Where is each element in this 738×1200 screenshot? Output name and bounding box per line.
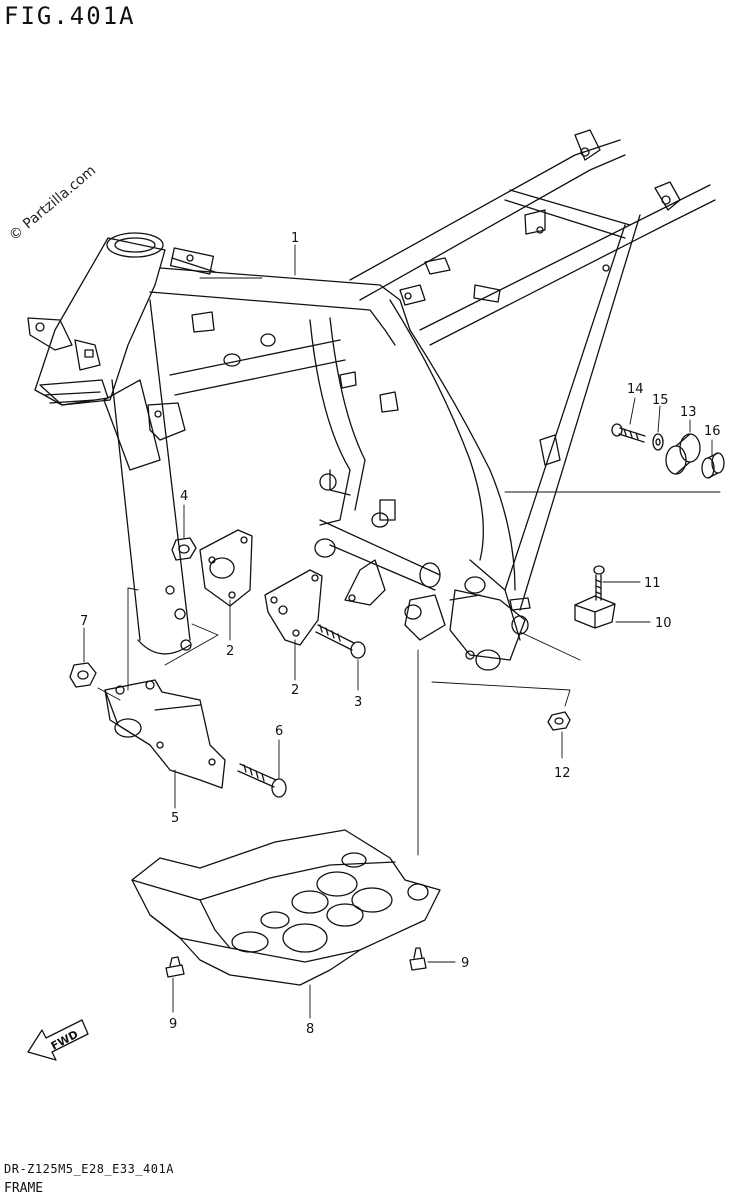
diagram-code: DR-Z125M5_E28_E33_401A (4, 1162, 174, 1176)
skid-plate-screw-left[interactable] (165, 956, 185, 978)
bracket-bolt[interactable] (237, 763, 287, 798)
mount-bolt[interactable] (315, 624, 366, 659)
callout-5[interactable]: 5 (171, 811, 179, 826)
callout-10[interactable]: 10 (655, 616, 672, 631)
callout-9b[interactable]: 9 (461, 956, 469, 971)
engine-mount-bracket-right[interactable] (264, 569, 323, 646)
bumper-bolt[interactable] (593, 565, 605, 601)
callout-16[interactable]: 16 (704, 424, 721, 439)
callout-2a[interactable]: 2 (226, 644, 234, 659)
callout-15[interactable]: 15 (652, 393, 669, 408)
engine-mount-bracket-left[interactable] (199, 529, 253, 607)
callout-2b[interactable]: 2 (291, 683, 299, 698)
collar[interactable] (701, 452, 725, 479)
callout-12[interactable]: 12 (554, 766, 571, 781)
clip-nut[interactable] (547, 711, 571, 731)
callout-1[interactable]: 1 (291, 231, 299, 246)
callout-7[interactable]: 7 (80, 614, 88, 629)
leader-lines (83, 244, 721, 1019)
callout-6[interactable]: 6 (275, 724, 283, 739)
mount-nut[interactable] (171, 537, 197, 561)
bracket-nut[interactable] (69, 662, 97, 688)
figure-title: FIG.401A (4, 2, 136, 30)
main-frame[interactable] (27, 129, 716, 671)
spacer-bolt[interactable] (611, 423, 646, 443)
callout-labels: 1 2 2 3 4 5 6 7 8 9 9 10 11 12 13 14 15 … (80, 231, 721, 1037)
spacer[interactable] (665, 433, 701, 475)
callout-9a[interactable]: 9 (169, 1017, 177, 1032)
washer[interactable] (652, 433, 664, 451)
rubber-bumper[interactable] (574, 595, 616, 629)
callout-13[interactable]: 13 (680, 405, 697, 420)
callout-4[interactable]: 4 (180, 489, 188, 504)
fwd-arrow-icon: FWD (27, 1019, 89, 1061)
callout-14[interactable]: 14 (627, 382, 644, 397)
callout-11[interactable]: 11 (644, 576, 661, 591)
callout-8[interactable]: 8 (306, 1022, 314, 1037)
skid-plate-screw-right[interactable] (409, 947, 427, 971)
callout-3[interactable]: 3 (354, 695, 362, 710)
diagram-caption: FRAME (4, 1181, 44, 1196)
skid-plate[interactable] (131, 829, 441, 986)
front-lower-bracket[interactable] (104, 679, 226, 789)
